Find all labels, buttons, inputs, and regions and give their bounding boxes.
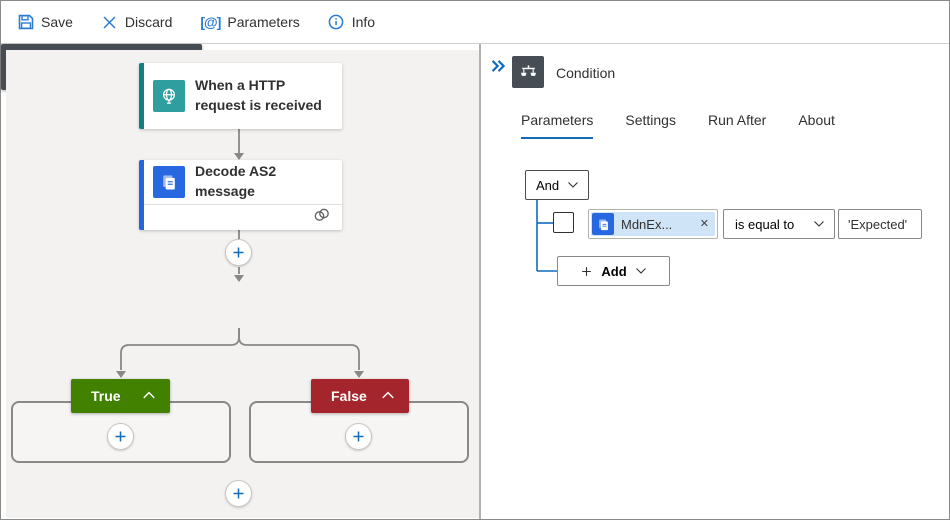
connection-link-icon[interactable] — [312, 208, 332, 227]
pane-divider — [479, 44, 481, 519]
parameters-label: Parameters — [227, 14, 300, 30]
false-label: False — [331, 388, 367, 404]
designer-toolbar: Save Discard [@] Parameters Info — [1, 1, 949, 44]
add-action-false-button[interactable] — [345, 423, 372, 450]
group-operator-value: And — [536, 177, 560, 193]
discard-icon — [101, 14, 118, 31]
action-card-footer — [144, 204, 342, 229]
info-label: Info — [351, 14, 376, 30]
add-action-true-button[interactable] — [107, 423, 134, 450]
true-chevron-up-icon[interactable] — [142, 387, 156, 405]
add-row-button[interactable]: Add — [557, 256, 670, 286]
condition-details-panel: Condition Parameters Settings Run After … — [481, 44, 949, 519]
action-card-decode-as2[interactable]: Decode AS2 message — [139, 160, 342, 230]
collapse-panel-icon[interactable] — [490, 59, 507, 78]
false-branch-header[interactable]: False — [311, 379, 409, 413]
add-icon — [582, 266, 592, 276]
true-label: True — [91, 388, 121, 404]
chevron-down-icon — [635, 268, 646, 274]
panel-tabs: Parameters Settings Run After About — [521, 112, 835, 139]
discard-label: Discard — [124, 14, 173, 30]
token-remove-icon[interactable]: ✕ — [699, 217, 709, 230]
plus-icon — [115, 431, 126, 442]
trigger-card-http-request[interactable]: When a HTTP request is received — [139, 63, 342, 129]
operator-dropdown[interactable]: is equal to — [723, 209, 835, 239]
decode-as2-icon — [153, 166, 185, 198]
panel-title: Condition — [556, 65, 616, 81]
operand1-field[interactable]: MdnEx... ✕ — [588, 209, 718, 239]
info-button[interactable]: Info — [328, 14, 375, 31]
info-icon — [328, 14, 345, 31]
action-card-main: Decode AS2 message — [144, 160, 342, 204]
operator-value: is equal to — [735, 216, 795, 232]
false-chevron-up-icon[interactable] — [381, 387, 395, 405]
dynamic-content-token[interactable]: MdnEx... ✕ — [591, 212, 715, 236]
workflow-canvas: When a HTTP request is received Decode A… — [1, 44, 479, 519]
chevron-down-icon — [814, 221, 824, 227]
plus-icon — [233, 488, 244, 499]
token-label: MdnEx... — [621, 216, 673, 232]
condition-row-checkbox[interactable] — [553, 212, 574, 233]
operand2-field[interactable]: 'Expected' — [838, 209, 922, 239]
parameters-icon: [@] — [200, 14, 221, 30]
true-branch-header[interactable]: True — [71, 379, 170, 413]
plus-icon — [233, 247, 244, 258]
action-title: Decode AS2 message — [195, 163, 277, 199]
insert-step-button[interactable] — [225, 239, 252, 266]
tab-about[interactable]: About — [798, 112, 835, 128]
tab-run-after[interactable]: Run After — [707, 112, 767, 128]
operand2-value: 'Expected' — [848, 216, 908, 232]
plus-icon — [353, 431, 364, 442]
http-request-icon — [153, 80, 185, 112]
parameters-button[interactable]: [@] Parameters — [200, 14, 299, 30]
token-decode-as2-icon — [592, 213, 614, 235]
panel-condition-icon — [512, 56, 544, 88]
add-label: Add — [601, 263, 627, 279]
tab-parameters[interactable]: Parameters — [521, 112, 594, 139]
chevron-down-icon — [568, 182, 578, 188]
save-icon — [17, 14, 34, 31]
discard-button[interactable]: Discard — [101, 14, 172, 31]
group-operator-dropdown[interactable]: And — [525, 170, 589, 200]
add-step-bottom-button[interactable] — [225, 480, 252, 507]
tab-settings[interactable]: Settings — [625, 112, 676, 128]
save-label: Save — [41, 14, 73, 30]
save-button[interactable]: Save — [17, 14, 73, 31]
trigger-title: When a HTTP request is received — [195, 77, 322, 113]
